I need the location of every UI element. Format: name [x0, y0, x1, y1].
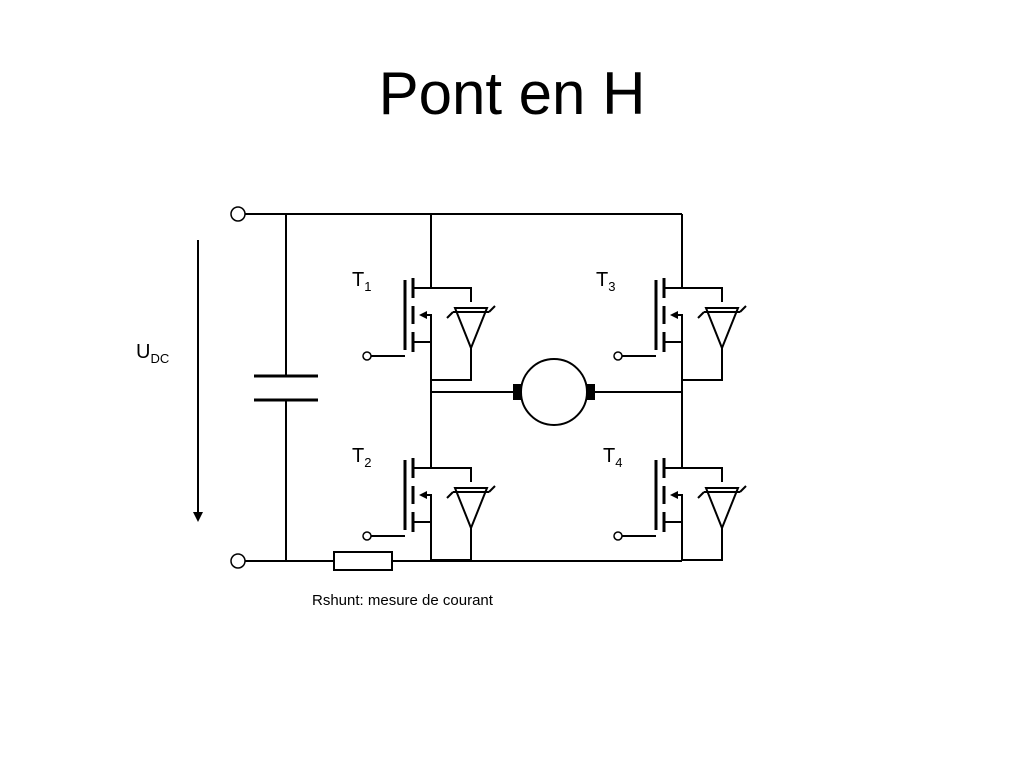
transistor-t3: [612, 248, 748, 382]
motor-brush-right: [587, 384, 595, 400]
label-t1: T1: [352, 269, 371, 294]
transistor-t4: [612, 428, 748, 562]
page-title: Pont en H: [378, 60, 646, 127]
transistor-t2: [361, 428, 497, 562]
transistor-t1: [361, 248, 497, 382]
label-t2: T2: [352, 445, 371, 470]
udc-label: UDC: [136, 341, 169, 366]
motor-brush-left: [513, 384, 521, 400]
dc-motor: [520, 358, 588, 426]
label-t4: T4: [603, 445, 622, 470]
negative-terminal: [230, 553, 246, 569]
positive-terminal: [230, 206, 246, 222]
label-t3: T3: [596, 269, 615, 294]
shunt-resistor: [333, 551, 393, 571]
shunt-caption: Rshunt: mesure de courant: [312, 592, 493, 609]
